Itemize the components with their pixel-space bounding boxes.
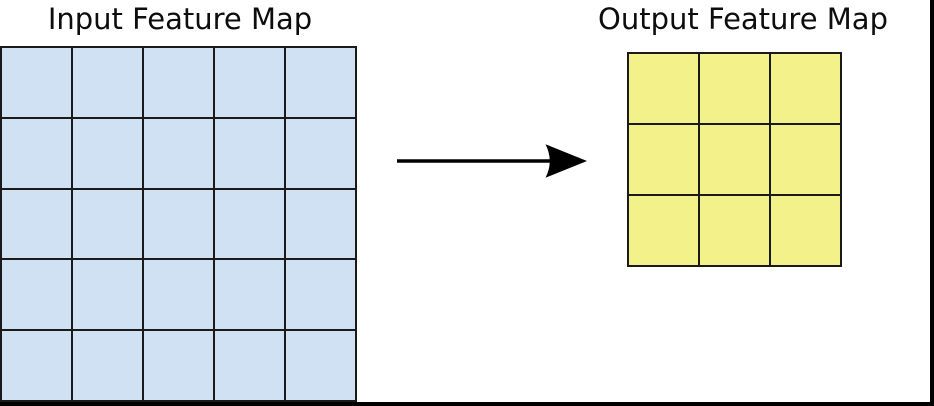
grid-cell bbox=[73, 331, 142, 400]
grid-cell bbox=[2, 118, 71, 188]
grid-cell bbox=[73, 189, 142, 259]
grid-cell bbox=[73, 260, 142, 330]
grid-cell bbox=[215, 189, 284, 259]
grid-cell bbox=[144, 189, 213, 259]
grid-cell bbox=[286, 118, 355, 188]
grid-cell bbox=[286, 189, 355, 259]
grid-cell bbox=[286, 331, 355, 400]
grid-cell bbox=[286, 260, 355, 330]
grid-cell bbox=[73, 118, 142, 188]
grid-cell bbox=[144, 331, 213, 400]
grid-cell bbox=[700, 125, 769, 194]
grid-cell bbox=[2, 331, 71, 400]
grid-cell bbox=[215, 260, 284, 330]
grid-cell bbox=[215, 118, 284, 188]
output-feature-map-title: Output Feature Map bbox=[598, 2, 888, 36]
grid-cell bbox=[771, 196, 840, 265]
grid-cell bbox=[215, 48, 284, 117]
grid-cell bbox=[2, 48, 71, 117]
grid-cell bbox=[771, 125, 840, 194]
grid-cell bbox=[144, 118, 213, 188]
input-feature-map-title: Input Feature Map bbox=[47, 2, 313, 36]
right-arrow-icon bbox=[397, 144, 587, 178]
grid-cell bbox=[144, 260, 213, 330]
grid-cell bbox=[771, 54, 840, 123]
grid-cell bbox=[215, 331, 284, 400]
output-feature-map-grid bbox=[627, 52, 842, 267]
grid-cell bbox=[2, 189, 71, 259]
grid-cell bbox=[700, 196, 769, 265]
input-feature-map-grid bbox=[0, 46, 357, 402]
grid-cell bbox=[629, 125, 698, 194]
grid-cell bbox=[629, 54, 698, 123]
grid-cell bbox=[700, 54, 769, 123]
grid-cell bbox=[629, 196, 698, 265]
grid-cell bbox=[286, 48, 355, 117]
grid-cell bbox=[2, 260, 71, 330]
grid-cell bbox=[144, 48, 213, 117]
grid-cell bbox=[73, 48, 142, 117]
